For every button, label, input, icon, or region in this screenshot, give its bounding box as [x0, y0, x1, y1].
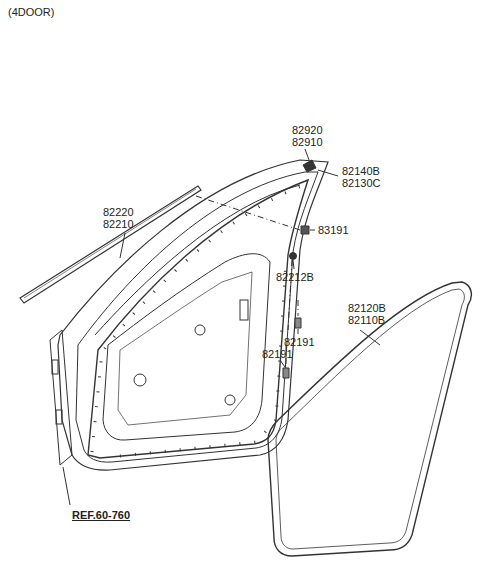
callout-number: 82130C — [342, 177, 381, 189]
leader-line — [280, 360, 285, 367]
assembly-line — [196, 196, 300, 230]
weatherstrip-clips — [120, 262, 286, 456]
leader-line — [360, 330, 380, 345]
callout-number: 82191 — [284, 336, 315, 348]
leader-line — [318, 170, 338, 176]
panel-hole — [134, 374, 146, 386]
belt-molding — [20, 186, 201, 303]
clip-83191 — [301, 226, 309, 234]
panel-hole — [225, 395, 235, 405]
title-note: (4DOOR) — [8, 6, 54, 18]
reference-note: REF.60-760 — [72, 509, 130, 521]
hinge-edge — [50, 330, 72, 465]
door-side-weatherstrip — [88, 180, 308, 458]
callout-number: 82220 — [103, 206, 134, 218]
callout-number: 82120B — [348, 302, 386, 314]
callout-number: 82212B — [276, 271, 314, 283]
leader-line — [293, 260, 294, 269]
hinge-slot — [56, 410, 62, 424]
leader-line — [310, 230, 315, 231]
leader-line — [305, 149, 309, 160]
sash — [95, 185, 300, 335]
body-weatherstrip-inner — [276, 289, 464, 549]
hinge-slot — [52, 360, 58, 374]
delta-cover — [303, 160, 316, 172]
inner-panel — [103, 254, 270, 440]
panel-hole — [240, 300, 248, 320]
door-frame-inner — [76, 172, 318, 462]
callout-number: 82920 — [292, 124, 323, 136]
door-frame — [58, 160, 328, 470]
assembly-line — [298, 300, 299, 316]
leader-line — [298, 329, 299, 334]
leader-line — [120, 233, 125, 258]
callout-number: 82140B — [342, 165, 380, 177]
leader-line — [63, 467, 70, 505]
plug-82191 — [283, 368, 289, 378]
callout-number: 83191 — [318, 224, 349, 236]
weatherstrip-clips — [92, 186, 302, 452]
panel-hole — [195, 325, 205, 335]
plug-82191 — [295, 318, 301, 328]
callout-number: 82191 — [262, 348, 293, 360]
callout-number: 82910 — [292, 136, 323, 148]
screw-82212B — [290, 253, 297, 260]
inner-panel-cutout — [118, 272, 252, 425]
body-weatherstrip — [268, 282, 471, 556]
callout-number: 82210 — [103, 218, 134, 230]
assembly-line — [288, 260, 292, 330]
callout-number: 82110B — [348, 314, 385, 326]
